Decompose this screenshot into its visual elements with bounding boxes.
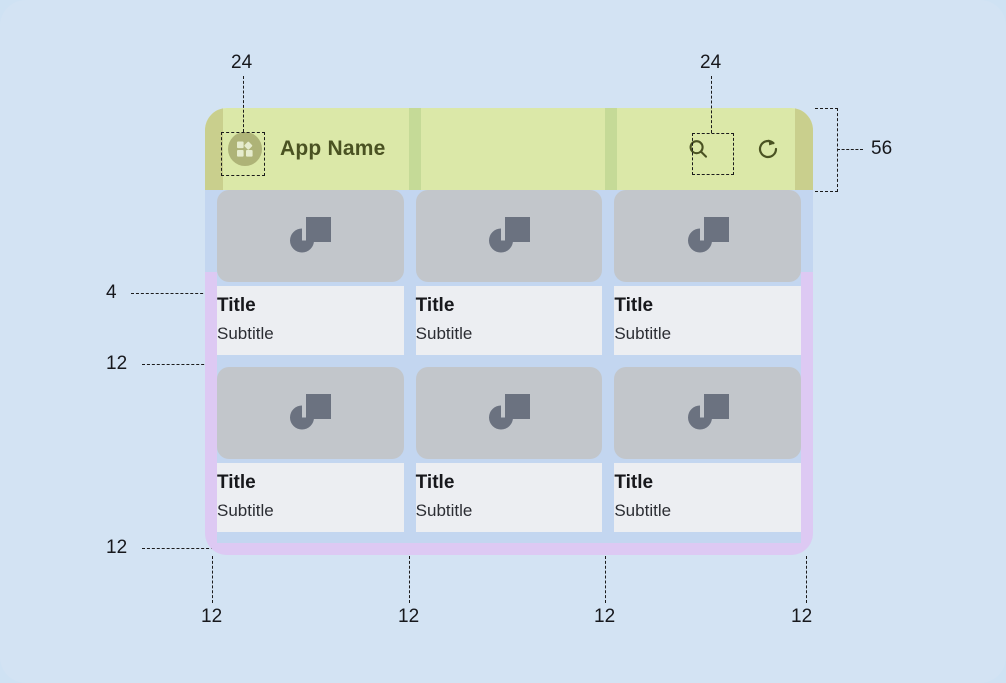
card[interactable]: Title Subtitle: [217, 366, 404, 532]
image-placeholder-icon: [489, 217, 530, 253]
leader-line-nav-touch: [243, 76, 244, 132]
leader-line-left-padding: [212, 556, 213, 603]
card-column-1: Title Subtitle: [217, 190, 404, 355]
leader-line-column-gap-2: [605, 556, 606, 603]
leader-line-search-touch: [711, 76, 712, 133]
leader-line-column-gap-1: [409, 556, 410, 603]
card[interactable]: Title Subtitle: [415, 190, 603, 355]
card-column-2: Title Subtitle: [415, 366, 603, 532]
media-title-gap: [614, 458, 802, 463]
app-bar: App Name: [205, 108, 813, 190]
appbar-gutter-overlay-1: [409, 108, 421, 190]
annotation-left-padding-12: 12: [201, 606, 223, 627]
card-column-3: Title Subtitle: [614, 190, 802, 355]
search-icon[interactable]: [683, 134, 713, 164]
card-title: Title: [614, 471, 654, 493]
card-text: Title Subtitle: [614, 462, 802, 532]
card-media: [217, 366, 404, 459]
card[interactable]: Title Subtitle: [614, 366, 802, 532]
appbar-gutter-overlay-2: [605, 108, 617, 190]
card-column-2: Title Subtitle: [415, 190, 603, 355]
image-placeholder-icon: [290, 393, 332, 430]
grid-right-padding-overlay: [801, 272, 813, 555]
card-title: Title: [217, 295, 256, 316]
image-placeholder-icon: [687, 393, 729, 430]
annotation-search-touch-24: 24: [700, 52, 722, 73]
card-subtitle: Subtitle: [415, 500, 473, 520]
media-title-gap: [614, 282, 802, 286]
image-placeholder-icon: [687, 217, 729, 253]
leader-line-appbar-height: [837, 149, 863, 150]
card-media: [415, 366, 603, 459]
annotation-media-title-gap-4: 4: [106, 282, 117, 303]
annotation-column-gap-2-12: 12: [594, 606, 616, 627]
app-bar-title: App Name: [280, 137, 386, 160]
card-media: [614, 190, 802, 282]
annotation-column-gap-1-12: 12: [398, 606, 420, 627]
card-text: Title Subtitle: [415, 462, 603, 532]
card-text: Title Subtitle: [217, 462, 404, 532]
apps-grid-icon[interactable]: [228, 132, 262, 166]
leader-line-right-padding: [806, 556, 807, 603]
card[interactable]: Title Subtitle: [614, 190, 802, 355]
card-title: Title: [217, 471, 256, 493]
card-row-2: Title Subtitle: [217, 366, 802, 532]
appbar-height-bracket: [815, 108, 838, 192]
appbar-left-padding-overlay: [205, 108, 223, 190]
card-text: Title Subtitle: [614, 286, 802, 355]
refresh-icon[interactable]: [753, 134, 783, 164]
content-grid: Title Subtitle: [205, 190, 813, 555]
card-column-1: Title Subtitle: [217, 366, 404, 532]
leader-line-bottom-padding: [142, 548, 214, 549]
card-subtitle: Subtitle: [217, 323, 274, 343]
card-subtitle: Subtitle: [415, 323, 473, 343]
annotation-appbar-height-56: 56: [871, 138, 893, 159]
media-title-gap: [415, 458, 603, 463]
card-title: Title: [614, 295, 654, 316]
image-placeholder-icon: [489, 393, 530, 430]
image-placeholder-icon: [290, 217, 332, 253]
card-subtitle: Subtitle: [614, 500, 672, 520]
grid-bottom-padding-overlay: [205, 543, 813, 555]
card-column-3: Title Subtitle: [614, 366, 802, 532]
app-mock-frame: App Name: [205, 108, 813, 555]
appbar-right-padding-overlay: [795, 108, 813, 190]
grid-left-padding-overlay: [205, 272, 217, 555]
card[interactable]: Title Subtitle: [415, 366, 603, 532]
media-title-gap: [217, 458, 404, 463]
media-title-gap: [415, 282, 603, 286]
annotation-right-padding-12: 12: [791, 606, 813, 627]
leader-line-row-gap: [142, 364, 214, 365]
card-title: Title: [415, 295, 455, 316]
card[interactable]: Title Subtitle: [217, 190, 404, 355]
annotation-bottom-padding-12: 12: [106, 537, 128, 558]
media-title-gap: [217, 282, 404, 286]
annotation-row-gap-12: 12: [106, 353, 128, 374]
card-media: [614, 366, 802, 459]
card-row-1: Title Subtitle: [217, 190, 802, 355]
leader-line-media-title-gap: [131, 293, 213, 294]
card-subtitle: Subtitle: [614, 323, 672, 343]
card-text: Title Subtitle: [415, 286, 603, 355]
card-title: Title: [415, 471, 455, 493]
card-media: [217, 190, 404, 282]
card-subtitle: Subtitle: [217, 500, 274, 520]
annotation-nav-touch-24: 24: [231, 52, 253, 73]
card-media: [415, 190, 603, 282]
card-text: Title Subtitle: [217, 286, 404, 355]
